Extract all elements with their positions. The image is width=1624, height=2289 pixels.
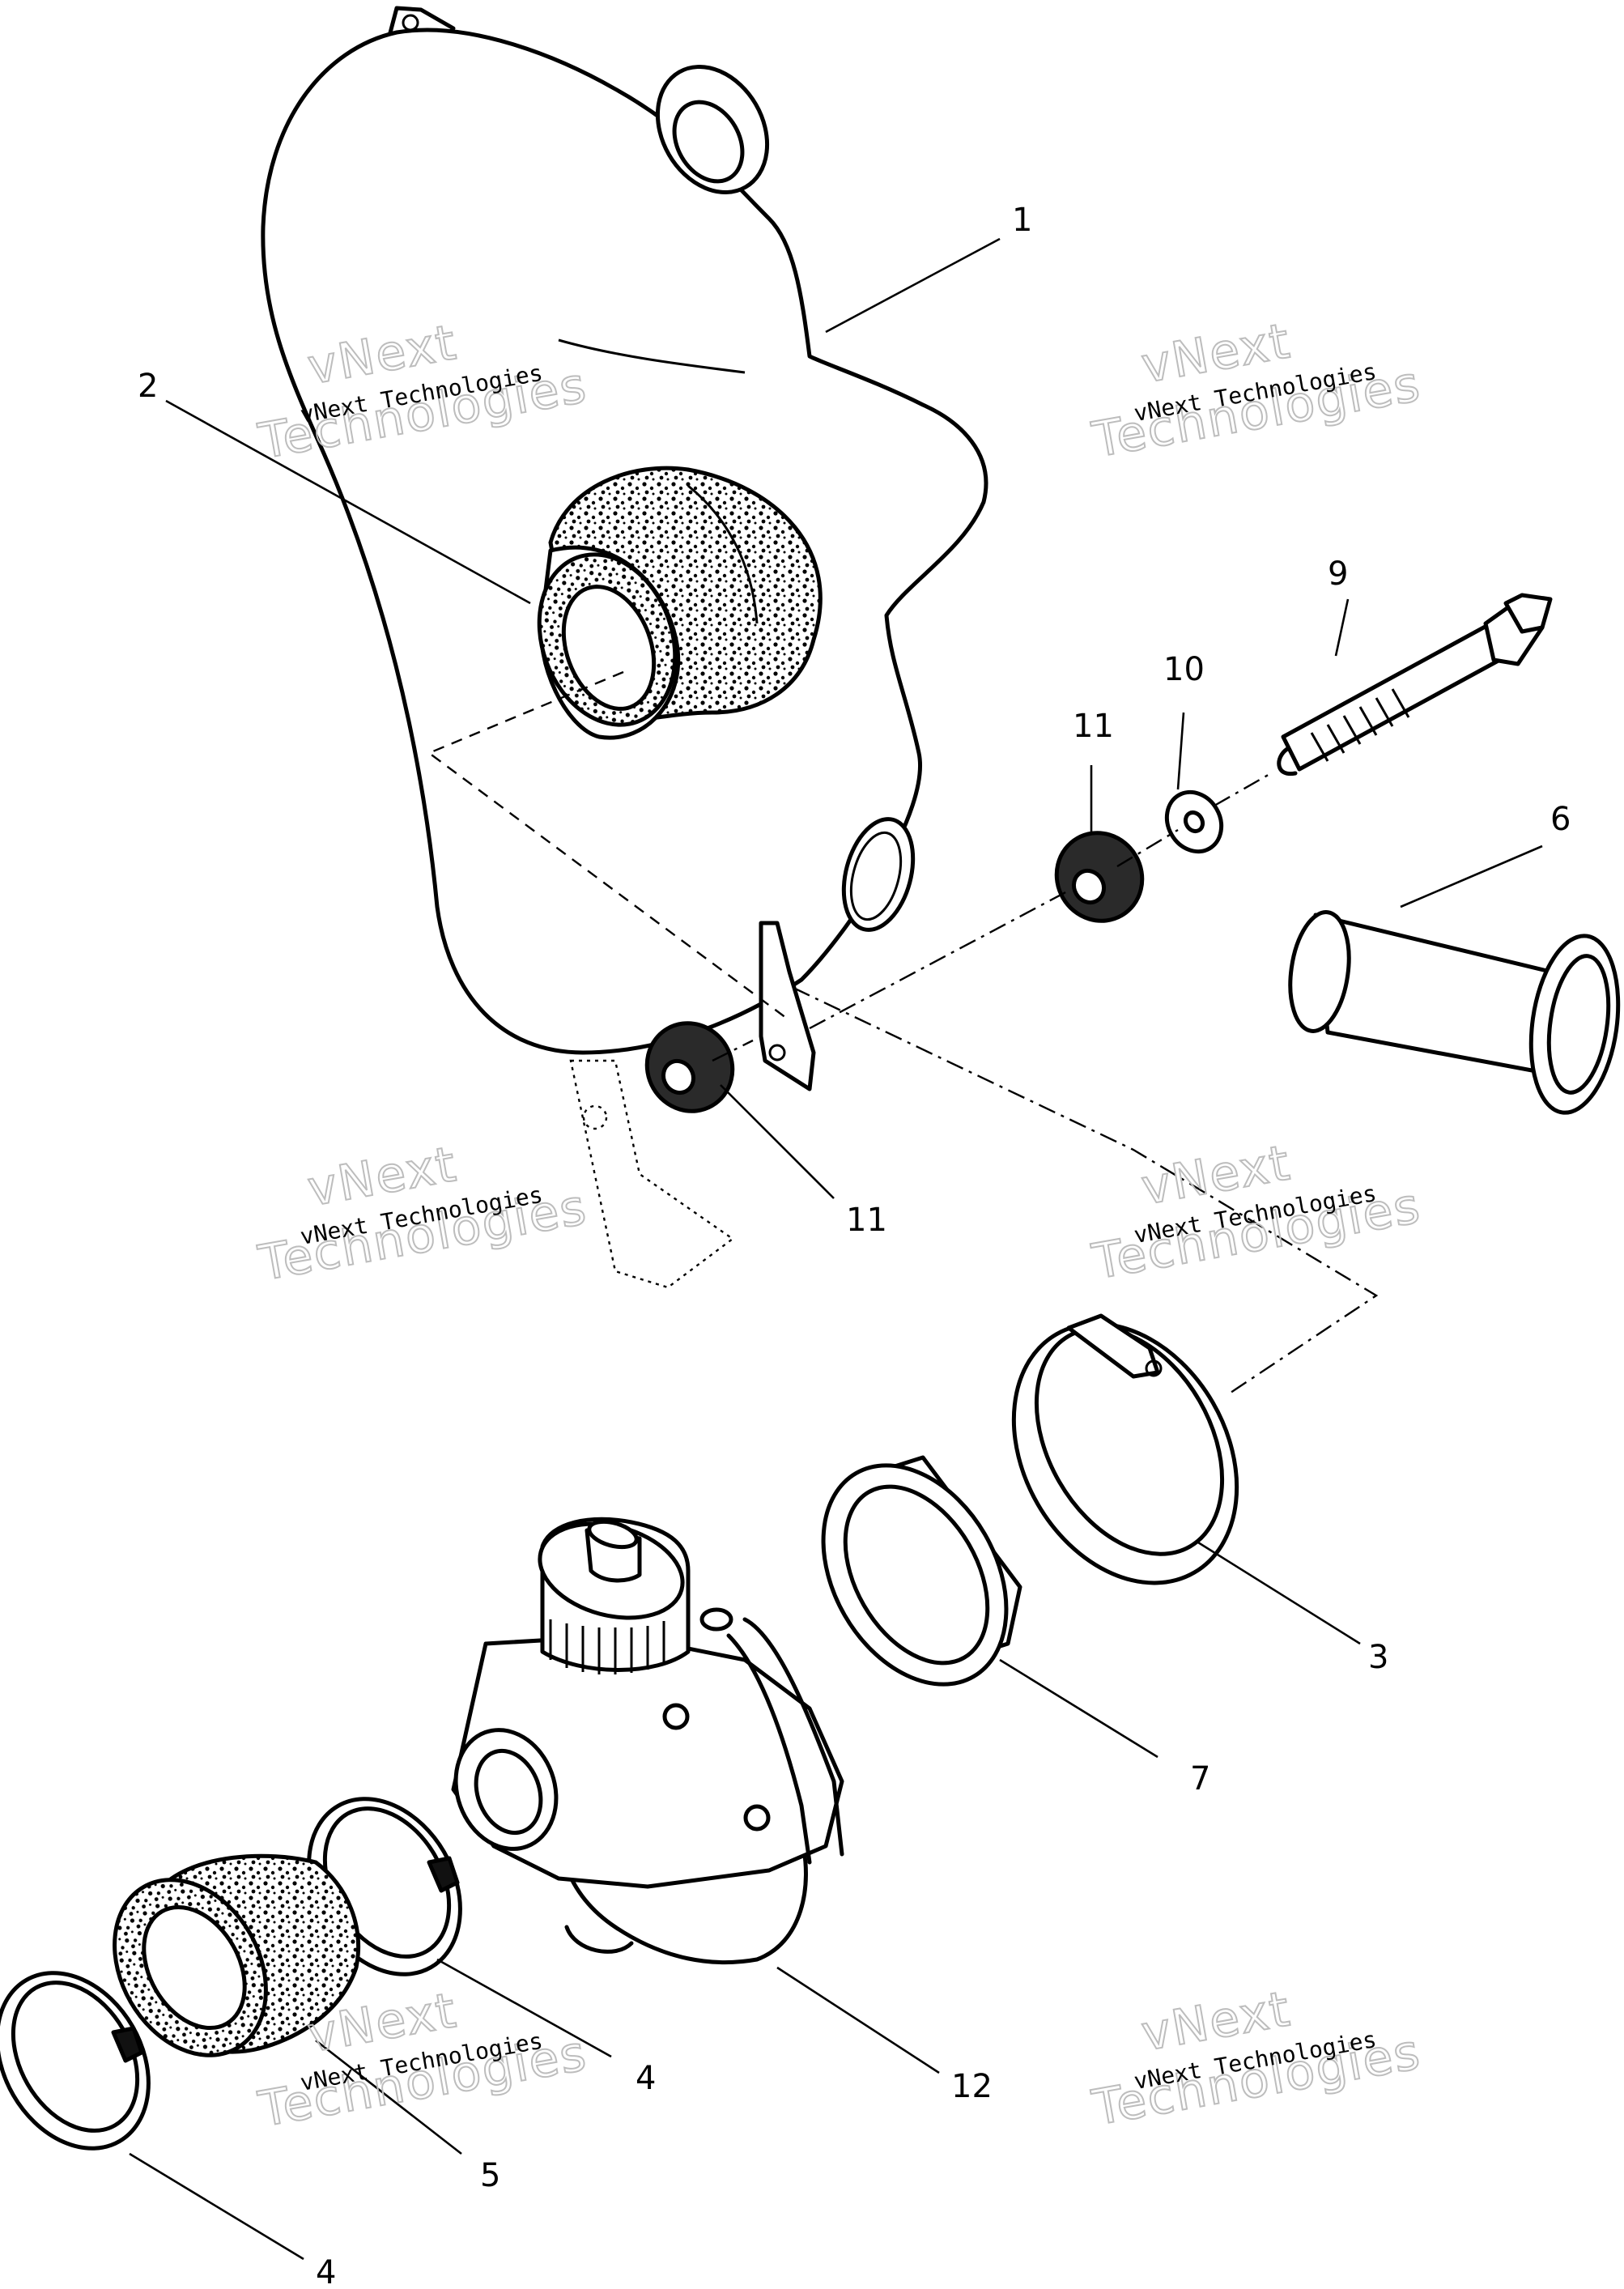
watermark-mid-right: vNext Technologies vNext Technologies — [1087, 1134, 1426, 1291]
bolt — [1277, 593, 1553, 776]
callout-11-lower: 11 — [846, 1202, 887, 1239]
callout-5: 5 — [480, 2157, 500, 2194]
callout-11-upper: 11 — [1073, 708, 1114, 745]
large-clamp — [1011, 1313, 1239, 1585]
rubber-grommet-lower — [644, 1021, 735, 1113]
callout-4-upper: 4 — [636, 2060, 656, 2097]
carburetor — [451, 1517, 844, 1965]
callout-7: 7 — [1190, 1760, 1210, 1798]
watermark-top-right: vNext Technologies vNext Technologies — [1087, 312, 1426, 470]
callout-numbers: 1 2 9 10 11 6 11 3 7 12 4 5 4 — [138, 202, 1571, 2289]
callout-6: 6 — [1550, 801, 1571, 838]
intake-sleeve — [1288, 910, 1621, 1115]
rubber-adapter-ring — [821, 1455, 1022, 1687]
watermark-bottom-right: vNext Technologies vNext Technologies — [1087, 1980, 1426, 2138]
callout-4-lower: 4 — [316, 2254, 336, 2289]
carburetor-boot — [113, 1853, 361, 2057]
phantom-mounting-bracket — [569, 1059, 735, 1289]
small-clamp-lower — [0, 1971, 151, 2151]
callout-10: 10 — [1163, 651, 1205, 688]
leader-lines — [129, 237, 1543, 2261]
callout-1: 1 — [1012, 202, 1032, 239]
callout-12: 12 — [951, 2068, 993, 2105]
callout-9: 9 — [1328, 555, 1348, 593]
rubber-grommet-upper — [1054, 831, 1145, 923]
assembly-lines — [427, 670, 1379, 1393]
watermark-mid-left: vNext Technologies vNext Technologies — [253, 1135, 592, 1293]
callout-3: 3 — [1368, 1639, 1388, 1676]
callout-2: 2 — [138, 368, 158, 405]
foam-filter-element — [537, 466, 823, 740]
washer — [1164, 789, 1224, 854]
